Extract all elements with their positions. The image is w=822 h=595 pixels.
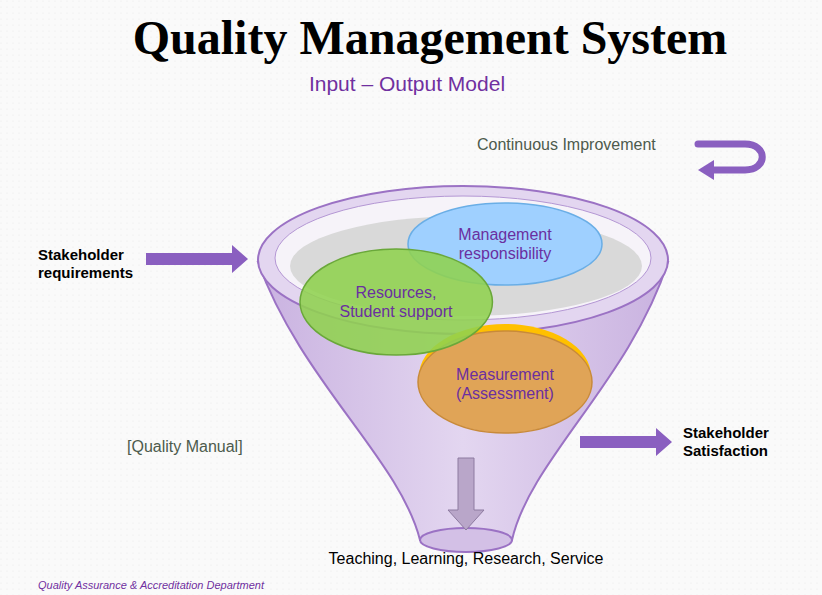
input-label: Stakeholder requirements: [38, 246, 150, 282]
ellipse-label: Measurement (Assessment): [449, 365, 561, 403]
ellipse-label: Resources, Student support: [332, 283, 460, 321]
resources-ellipse: Resources, Student support: [299, 248, 493, 356]
title: Quality Management System: [133, 10, 728, 65]
ellipse-shape: [299, 248, 493, 356]
note-label: [Quality Manual]: [127, 438, 243, 456]
ellipse-label: Management responsibility: [444, 225, 566, 263]
output-label: Stakeholder Satisfaction: [683, 424, 793, 460]
outcome-label: Teaching, Learning, Research, Service: [329, 550, 604, 568]
subtitle: Input – Output Model: [309, 72, 505, 96]
loop-label: Continuous Improvement: [477, 136, 656, 154]
footer-label: Quality Assurance & Accreditation Depart…: [38, 579, 264, 591]
